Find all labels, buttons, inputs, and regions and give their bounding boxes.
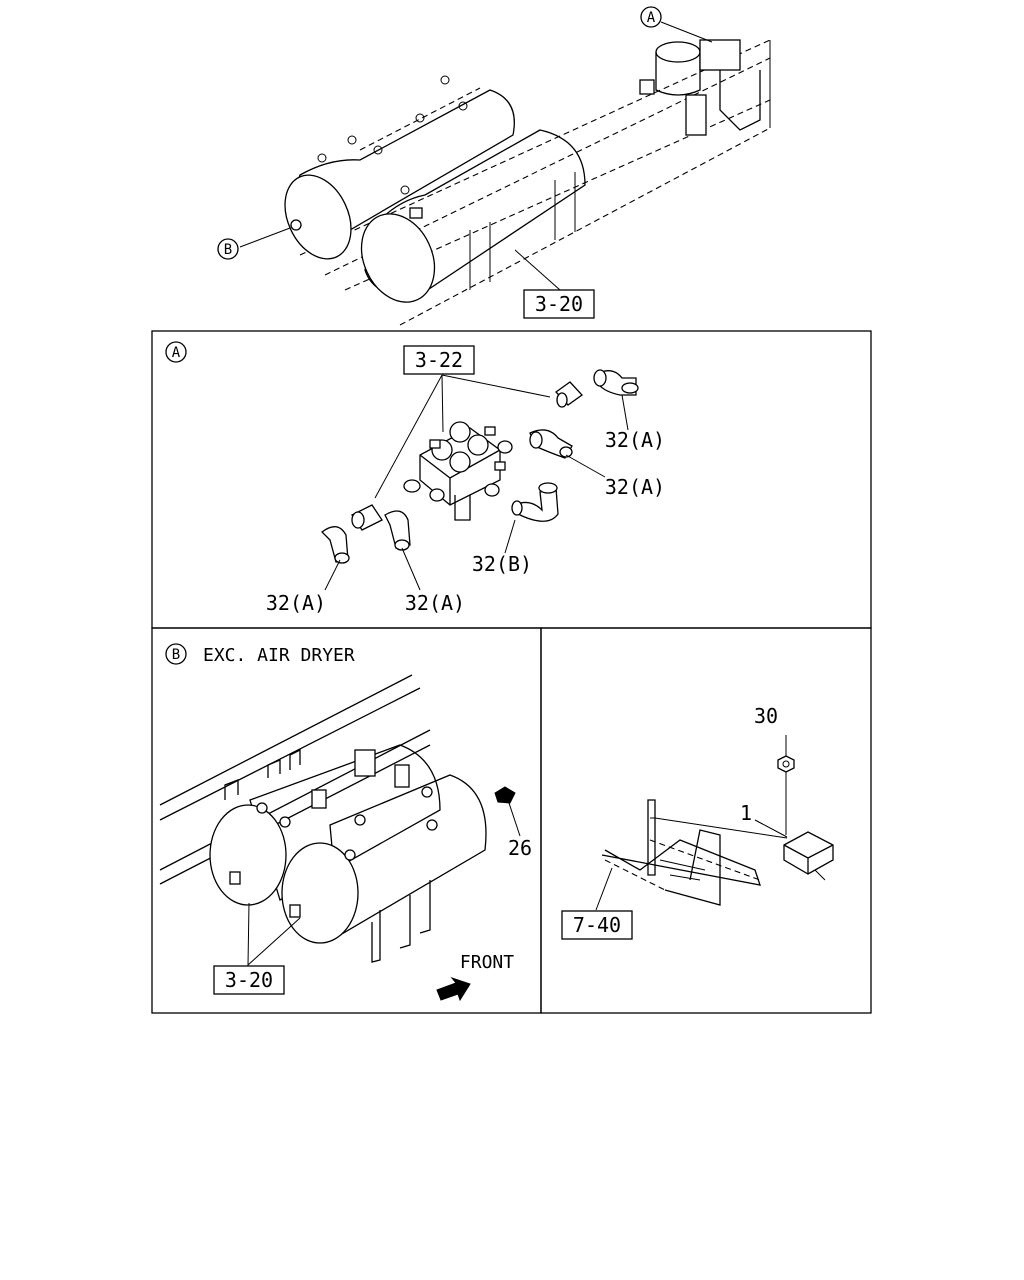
front-label: FRONT [460,952,514,973]
callout-B-panel-text: B [172,647,180,663]
fitting-straight-upper [555,381,583,408]
part-1: 1 [740,801,752,825]
part-32b: 32(B) [472,552,532,576]
elbow-fitting-lower-left [321,526,350,564]
air-tank-rear [284,75,515,260]
elbow-fitting-middle-right [529,429,573,459]
part-32a-left-2: 32(A) [405,591,465,615]
front-arrow-icon [436,976,471,1002]
overview-illustration [239,21,771,326]
relay-valve-detail [403,421,513,521]
air-tank-detail-b [159,674,516,963]
elbow-fitting-lower-middle [384,510,411,551]
elbow-fitting-32b [511,482,559,522]
panel-c-frame [540,627,872,1014]
fitting-straight-lower [351,504,383,531]
callout-A-text: A [647,10,656,26]
callout-B-text: B [224,242,232,258]
ref-3-22-text: 3-22 [415,348,463,372]
air-tank-front [360,129,586,303]
panel-a-frame [151,330,872,629]
callout-B-top: B [217,238,239,260]
control-module-detail [601,735,834,906]
callout-A-top: A [640,6,662,28]
exc-air-dryer-label: EXC. AIR DRYER [203,645,355,666]
part-32a-right-2: 32(A) [605,475,665,499]
ref-box-3-20-top: 3-20 [523,289,595,319]
ref-3-20-panel-b-text: 3-20 [225,968,273,992]
ref-box-3-20-panel-b: 3-20 [213,965,285,995]
part-32a-left-1: 32(A) [266,591,326,615]
ref-box-3-22: 3-22 [403,345,475,375]
part-26: 26 [508,836,532,860]
relay-valve-overview [639,39,761,136]
callout-A-panel-text: A [172,345,181,361]
ref-3-20-top-text: 3-20 [535,292,583,316]
callout-B-panel: B [165,643,187,665]
elbow-fitting-upper-right [593,369,639,396]
part-30: 30 [754,704,778,728]
part-32a-right-1: 32(A) [605,428,665,452]
callout-A-panel: A [165,341,187,363]
ref-7-40-text: 7-40 [573,913,621,937]
ref-box-7-40: 7-40 [561,910,633,940]
